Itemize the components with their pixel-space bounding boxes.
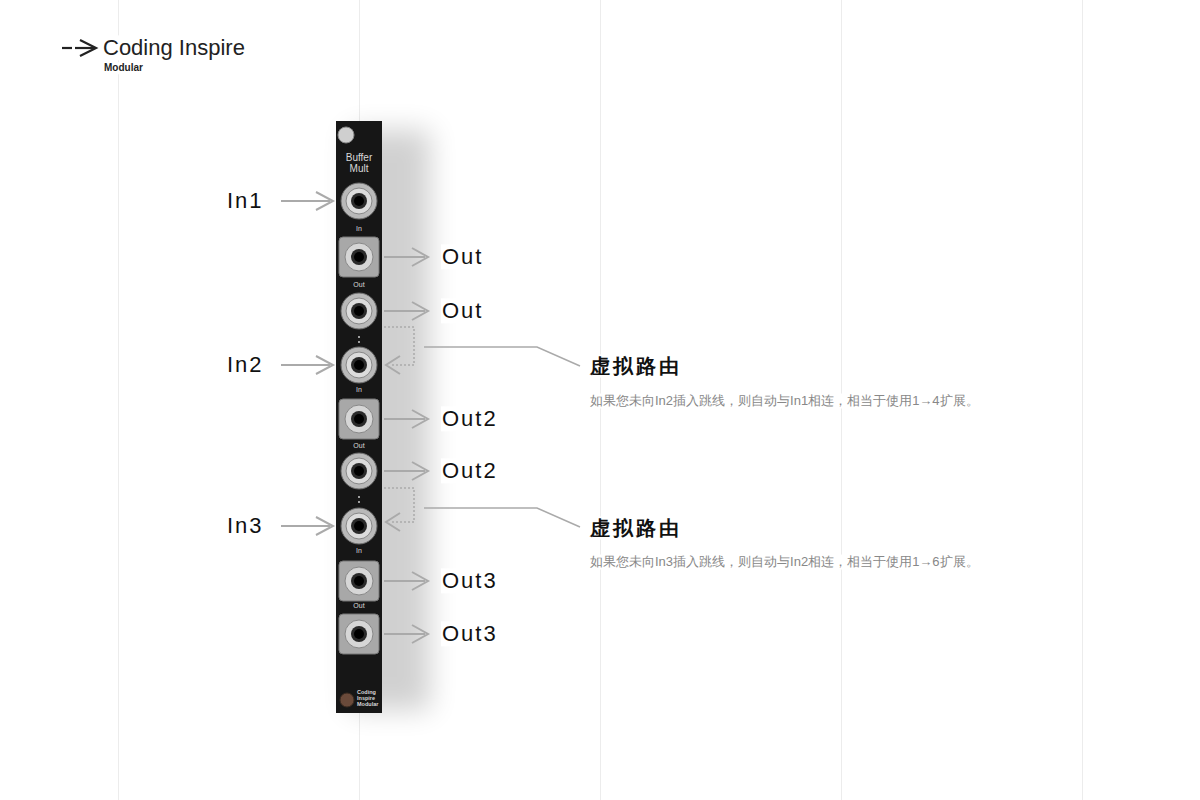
jack-label: Out <box>336 281 382 288</box>
jack-label: In <box>336 225 382 232</box>
module-panel <box>336 121 382 713</box>
port-label: In1 <box>226 188 265 213</box>
port-label: In3 <box>226 513 265 538</box>
brand-subtitle: Modular <box>103 62 144 74</box>
brand-name: Coding Inspire <box>102 35 246 60</box>
jack-label: Out <box>336 442 382 449</box>
leader-lines <box>424 347 580 527</box>
screw-hole <box>340 693 354 707</box>
jack-label: In <box>336 386 382 393</box>
virtual-route-brackets <box>384 327 414 531</box>
port-label: Out3 <box>441 568 499 593</box>
jacks <box>339 183 379 654</box>
jack-label: Out <box>336 602 382 609</box>
callout-heading: 虚拟路由 <box>589 517 683 540</box>
grid-lines <box>119 0 1083 800</box>
brand-mark: Coding Inspire Modular <box>357 689 381 707</box>
port-label: In2 <box>226 352 265 377</box>
callout-note: 如果您未向In3插入跳线，则自动与In2相连，相当于使用1→6扩展。 <box>589 555 980 570</box>
module-name: Buffer Mult <box>341 153 377 174</box>
callout-note: 如果您未向In2插入跳线，则自动与In1相连，相当于使用1→4扩展。 <box>589 394 980 409</box>
port-label: Out <box>441 298 484 323</box>
port-label: Out2 <box>441 458 499 483</box>
normal-dots <box>358 336 360 503</box>
module-panel: Buffer MultInOutInOutInOutCoding Inspire… <box>336 121 382 713</box>
callout-heading: 虚拟路由 <box>589 355 683 378</box>
port-arrows <box>281 192 428 643</box>
jack-label: In <box>336 547 382 554</box>
port-label: Out <box>441 244 484 269</box>
port-label: Out2 <box>441 406 499 431</box>
screw-hole <box>338 127 354 143</box>
logo-arrow <box>62 40 96 56</box>
port-label: Out3 <box>441 621 499 646</box>
